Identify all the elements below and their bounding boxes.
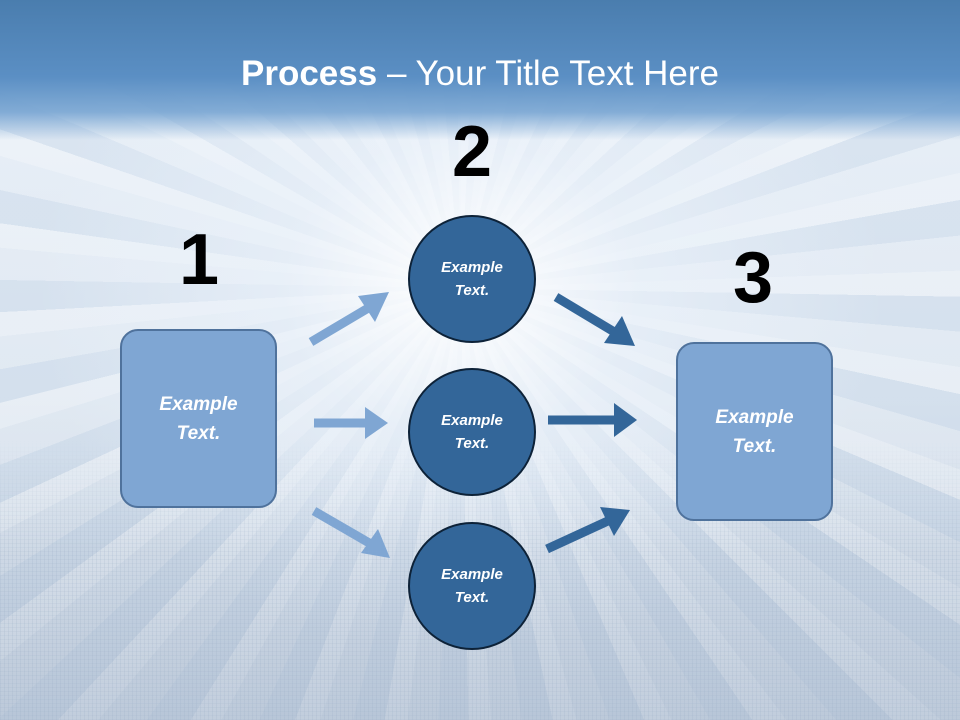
title-rest: – Your Title Text Here: [377, 54, 719, 93]
arrow-middle-to-3: [548, 403, 637, 437]
step-3-number: 3: [732, 238, 774, 318]
arrow-top-to-3: [553, 293, 635, 346]
step-3-text: Example Text.: [715, 406, 794, 457]
arrow-1-to-top: [308, 292, 389, 346]
step-2-circle-bottom-text: Example Text.: [441, 566, 503, 606]
step-2-number: 2: [451, 112, 493, 192]
step-2-circle-middle: Example Text.: [408, 368, 536, 496]
title-bold: Process: [241, 54, 378, 93]
step-2-circle-bottom: Example Text.: [408, 522, 536, 650]
step-1-text: Example Text.: [159, 393, 238, 444]
arrow-bottom-to-3: [545, 507, 630, 554]
step-1-box: Example Text.: [120, 329, 277, 508]
step-2-circle-top: Example Text.: [408, 215, 536, 343]
step-1-number: 1: [178, 220, 220, 300]
step-3-box: Example Text.: [676, 342, 833, 521]
arrow-1-to-middle: [314, 407, 388, 439]
slide-title: Process – Your Title Text Here: [0, 52, 960, 96]
step-2-circle-middle-text: Example Text.: [441, 412, 503, 452]
title-band: [0, 0, 960, 140]
arrow-1-to-bottom: [311, 507, 390, 558]
step-2-circle-top-text: Example Text.: [441, 259, 503, 299]
